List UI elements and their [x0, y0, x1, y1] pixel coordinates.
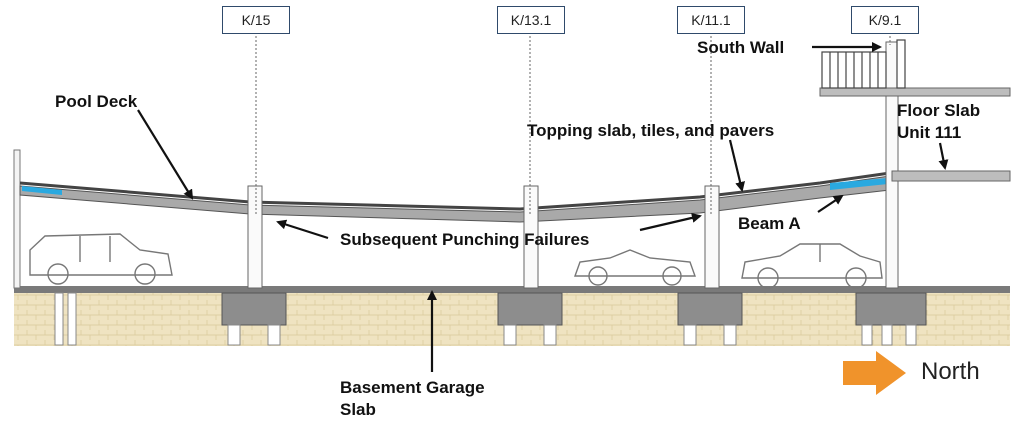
gridlines	[255, 32, 891, 215]
punching-failures-label: Subsequent Punching Failures	[340, 230, 590, 249]
water-right	[830, 178, 888, 190]
topping-layer	[19, 171, 891, 211]
footings	[221, 292, 927, 326]
topping-slab-label: Topping slab, tiles, and pavers	[527, 121, 775, 140]
left-wall	[13, 149, 21, 289]
north-label: North	[921, 358, 980, 385]
pool-deck-label: Pool Deck	[55, 92, 138, 111]
car-sedan-icon	[741, 243, 883, 289]
grid-label-k11-1: K/11.1	[677, 6, 745, 34]
piles	[54, 292, 917, 346]
car-suv-icon	[29, 233, 173, 285]
basement-slab-label-line2: Slab	[340, 400, 376, 419]
railing-icon	[821, 39, 906, 89]
grid-label-k13-1: K/13.1	[497, 6, 565, 34]
beam-a-label: Beam A	[738, 214, 801, 233]
grid-label-k9-1: K/9.1	[851, 6, 919, 34]
columns	[247, 41, 899, 289]
floor-slab-unit-111	[891, 170, 1011, 182]
upper-slab	[819, 87, 1011, 97]
annotation-arrows	[137, 42, 949, 372]
basement-slab	[14, 286, 1010, 293]
water-left	[22, 186, 62, 195]
grid-label-k15: K/15	[222, 6, 290, 34]
car-convertible-icon	[574, 249, 696, 286]
north-arrow-icon	[843, 351, 906, 395]
basement-slab-label-line1: Basement Garage	[340, 378, 485, 397]
floor-slab-label-line1: Floor Slab	[897, 101, 981, 120]
south-wall-label: South Wall	[697, 38, 785, 57]
floor-slab-label-line2: Unit 111	[897, 123, 962, 142]
